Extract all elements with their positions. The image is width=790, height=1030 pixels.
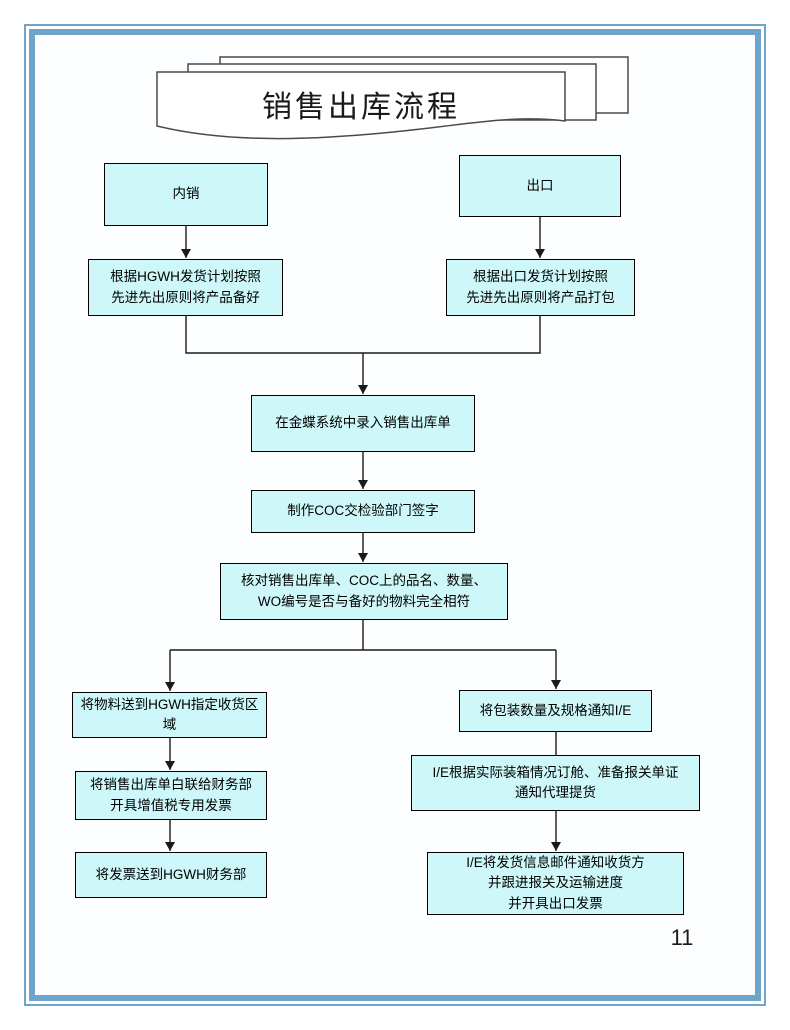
flow-node-domestic-plan: 根据HGWH发货计划按照 先进先出原则将产品备好 <box>88 259 283 316</box>
flowchart-title: 销售出库流程 <box>262 91 460 124</box>
flow-node-coc-sign: 制作COC交检验部门签字 <box>251 490 475 533</box>
flow-node-invoice-to-finance: 将发票送到HGWH财务部 <box>75 852 267 898</box>
flow-node-deliver-area: 将物料送到HGWH指定收货区域 <box>72 692 267 738</box>
flow-node-white-copy-finance: 将销售出库单白联给财务部 开具增值税专用发票 <box>75 771 267 820</box>
flow-node-notify-ie: 将包装数量及规格通知I/E <box>459 690 652 732</box>
flow-node-ie-booking: I/E根据实际装箱情况订舱、准备报关单证 通知代理提货 <box>411 755 700 811</box>
flow-node-kingdee-entry: 在金蝶系统中录入销售出库单 <box>251 395 475 452</box>
flow-node-export: 出口 <box>459 155 621 217</box>
flow-node-export-plan: 根据出口发货计划按照 先进先出原则将产品打包 <box>446 259 635 316</box>
flow-node-domestic: 内销 <box>104 163 268 226</box>
flow-node-ie-shipping-info: I/E将发货信息邮件通知收货方 并跟进报关及运输进度 并开具出口发票 <box>427 852 684 915</box>
flow-node-verify-match: 核对销售出库单、COC上的品名、数量、 WO编号是否与备好的物料完全相符 <box>220 563 508 620</box>
page-number: 11 <box>670 925 694 950</box>
multi-document-shape <box>156 56 629 140</box>
